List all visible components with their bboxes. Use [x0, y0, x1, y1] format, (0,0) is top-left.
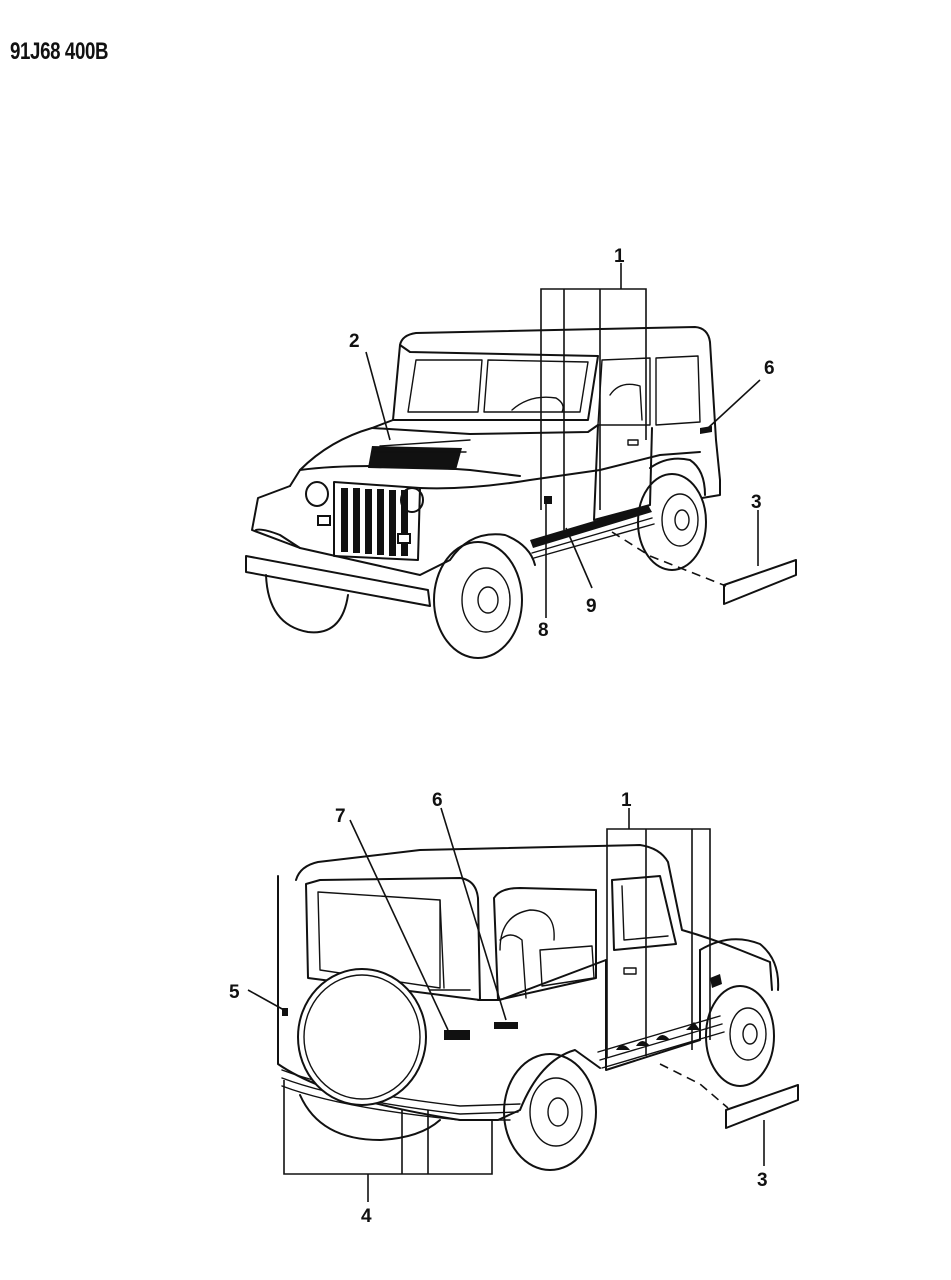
drawing-number: 91J68 400B: [10, 38, 109, 65]
callout-rear-7: 7: [335, 806, 346, 827]
callout-front-9: 9: [586, 596, 597, 617]
callout-front-8: 8: [538, 620, 549, 641]
callout-rear-6: 6: [432, 790, 443, 811]
rear-view-jeep: [277, 844, 799, 1171]
front-view-jeep: [245, 326, 797, 659]
callout-rear-5: 5: [229, 982, 240, 1003]
callout-front-6: 6: [764, 358, 775, 379]
callout-front-3: 3: [751, 492, 762, 513]
front-view-leaders: [365, 263, 761, 618]
callout-rear-4: 4: [361, 1206, 372, 1227]
rear-view-callouts: 1 7 6 5 3 4: [229, 790, 768, 1227]
rear-view-leaders: [247, 807, 765, 1202]
callout-front-1: 1: [614, 246, 625, 267]
callout-rear-1: 1: [621, 790, 632, 811]
callout-rear-3: 3: [757, 1170, 768, 1191]
callout-front-2: 2: [349, 331, 360, 352]
front-view-callouts: 1 2 6 3 8 9: [349, 246, 775, 641]
